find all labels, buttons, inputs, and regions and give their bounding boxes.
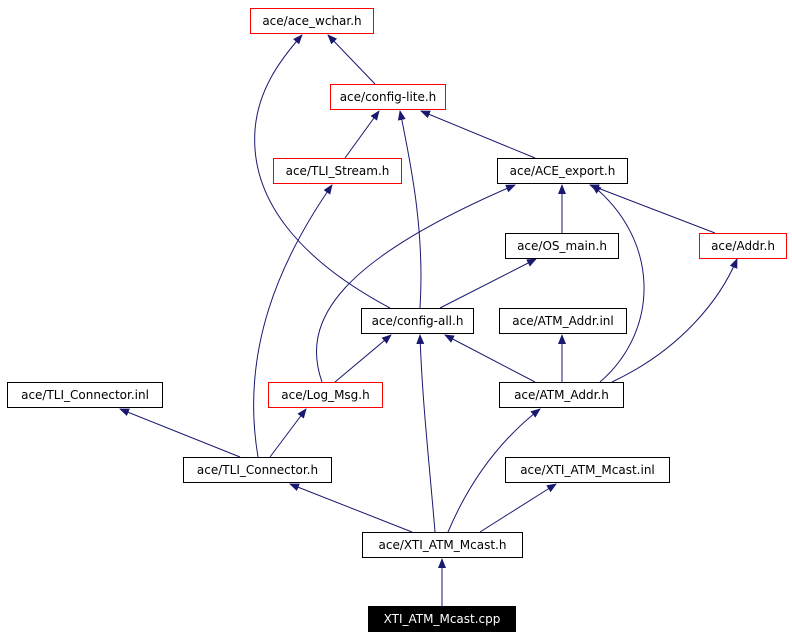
edge-mcast-h-to-tli-connector-h bbox=[289, 483, 413, 533]
node-log-msg[interactable]: ace/Log_Msg.h bbox=[268, 382, 383, 408]
edge-atm-addr-h-to-config-all bbox=[444, 334, 536, 383]
node-xti-atm-mcast-inl[interactable]: ace/XTI_ATM_Mcast.inl bbox=[505, 457, 670, 483]
edge-tli-connector-h-to-tli-stream bbox=[253, 184, 333, 458]
edge-log-msg-to-config-all bbox=[334, 334, 392, 383]
edge-mcast-h-to-atm-addr-h bbox=[447, 408, 541, 533]
edge-tli-connector-h-to-log-msg bbox=[269, 408, 307, 458]
node-config-all[interactable]: ace/config-all.h bbox=[361, 308, 474, 334]
edge-atm-addr-h-to-ace-export bbox=[591, 184, 645, 383]
edge-log-msg-to-ace-export bbox=[316, 184, 516, 383]
node-addr[interactable]: ace/Addr.h bbox=[699, 233, 787, 259]
node-tli-connector-inl[interactable]: ace/TLI_Connector.inl bbox=[7, 382, 163, 408]
node-xti-atm-mcast-cpp: XTI_ATM_Mcast.cpp bbox=[368, 606, 516, 632]
node-atm-addr-inl[interactable]: ace/ATM_Addr.inl bbox=[499, 308, 627, 334]
node-config-lite[interactable]: ace/config-lite.h bbox=[330, 84, 446, 110]
edge-addr-to-ace-export bbox=[589, 184, 716, 234]
edge-mcast-h-to-mcast-inl bbox=[479, 483, 557, 533]
edge-atm-addr-h-to-addr bbox=[611, 258, 738, 383]
edge-tli-stream-to-config-lite bbox=[344, 110, 380, 159]
node-ace-export[interactable]: ace/ACE_export.h bbox=[497, 158, 628, 184]
node-ace-wchar[interactable]: ace/ace_wchar.h bbox=[250, 8, 374, 34]
edge-config-all-to-ace-wchar bbox=[254, 34, 391, 309]
edge-tli-connector-h-to-inl bbox=[119, 408, 241, 458]
edge-config-all-to-os-main bbox=[439, 258, 537, 309]
edge-config-lite-to-ace-wchar bbox=[327, 34, 376, 85]
edge-config-all-to-config-lite bbox=[397, 110, 422, 309]
node-tli-connector-h[interactable]: ace/TLI_Connector.h bbox=[183, 457, 332, 483]
edge-ace-export-to-config-lite bbox=[420, 110, 536, 159]
node-os-main[interactable]: ace/OS_main.h bbox=[505, 233, 619, 259]
node-xti-atm-mcast-h[interactable]: ace/XTI_ATM_Mcast.h bbox=[362, 532, 523, 558]
node-tli-stream[interactable]: ace/TLI_Stream.h bbox=[273, 158, 402, 184]
edge-mcast-h-to-config-all bbox=[416, 334, 436, 533]
node-atm-addr-h[interactable]: ace/ATM_Addr.h bbox=[499, 382, 624, 408]
